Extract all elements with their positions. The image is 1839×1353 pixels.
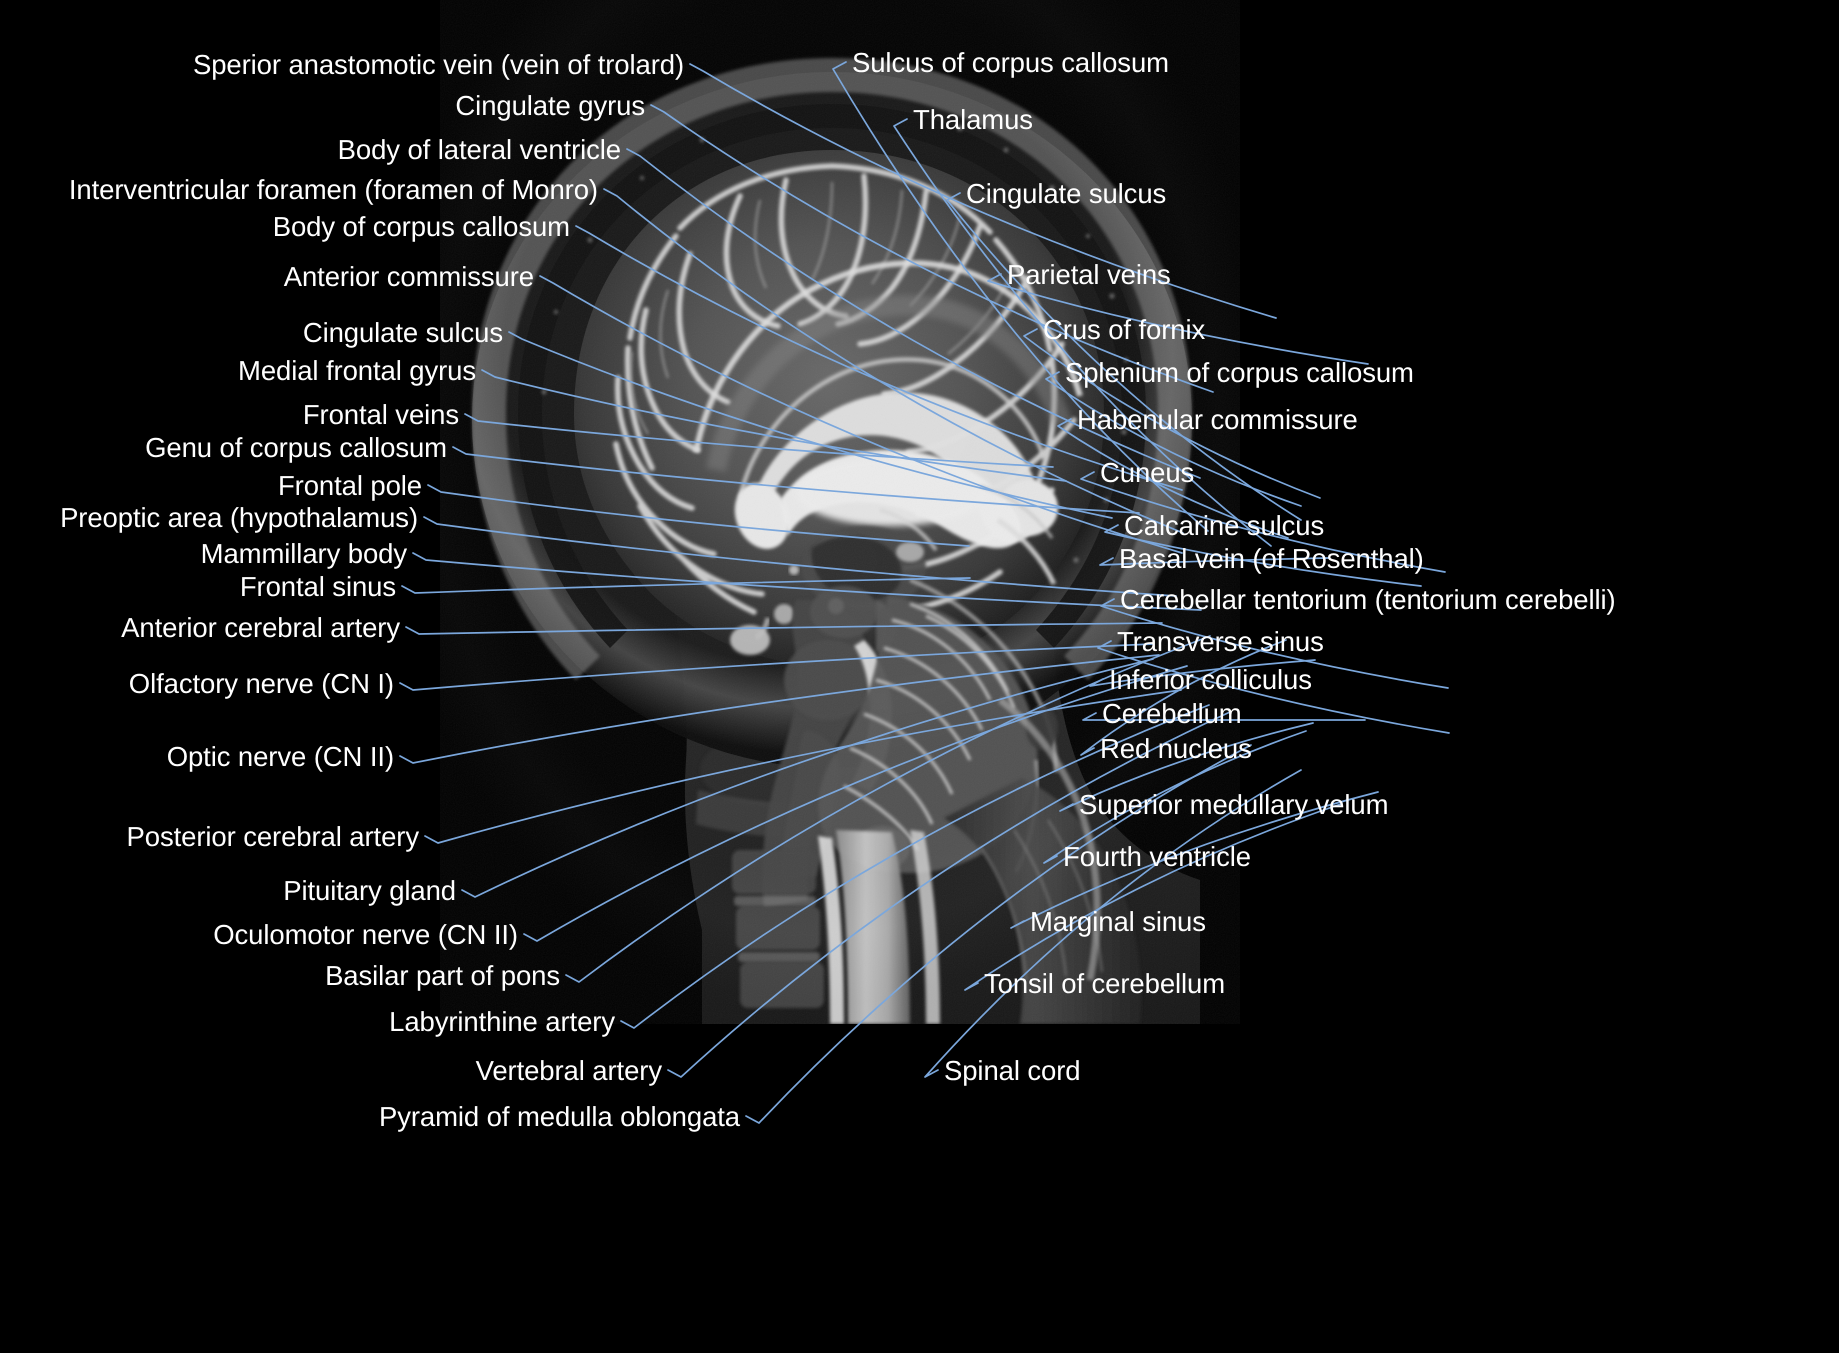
label-basilar-part-of-pons: Basilar part of pons <box>325 960 560 991</box>
label-anterior-commissure: Anterior commissure <box>283 261 534 292</box>
label-parietal-veins: Parietal veins <box>1007 259 1171 290</box>
label-cingulate-sulcus-right: Cingulate sulcus <box>966 178 1167 209</box>
label-cingulate-gyrus: Cingulate gyrus <box>455 90 645 121</box>
label-labyrinthine-artery: Labyrinthine artery <box>389 1006 615 1037</box>
label-body-of-lateral-ventricle: Body of lateral ventricle <box>337 134 621 165</box>
label-spinal-cord: Spinal cord <box>944 1055 1081 1086</box>
label-genu-of-corpus-callosum: Genu of corpus callosum <box>145 432 447 463</box>
label-preoptic-area: Preoptic area (hypothalamus) <box>60 502 418 533</box>
label-marginal-sinus: Marginal sinus <box>1030 906 1206 937</box>
label-oculomotor-nerve: Oculomotor nerve (CN II) <box>213 919 518 950</box>
label-olfactory-nerve: Olfactory nerve (CN I) <box>128 668 394 699</box>
label-body-of-corpus-callosum: Body of corpus callosum <box>272 211 570 242</box>
label-superior-anastomotic-vein: Sperior anastomotic vein (vein of trolar… <box>192 49 684 80</box>
label-habenular-commissure: Habenular commissure <box>1077 404 1358 435</box>
label-splenium-of-corpus-callosum: Splenium of corpus callosum <box>1065 357 1414 388</box>
label-basal-vein: Basal vein (of Rosenthal) <box>1119 543 1424 574</box>
label-frontal-pole: Frontal pole <box>277 470 422 501</box>
label-posterior-cerebral-artery: Posterior cerebral artery <box>126 821 420 852</box>
label-anterior-cerebral-artery: Anterior cerebral artery <box>121 612 400 643</box>
label-crus-of-fornix: Crus of fornix <box>1043 314 1206 345</box>
label-transverse-sinus: Transverse sinus <box>1117 626 1324 657</box>
label-pyramid-of-medulla: Pyramid of medulla oblongata <box>378 1101 740 1132</box>
label-fourth-ventricle: Fourth ventricle <box>1063 841 1251 872</box>
label-optic-nerve: Optic nerve (CN II) <box>166 741 394 772</box>
label-cerebellum: Cerebellum <box>1102 698 1242 729</box>
label-sulcus-of-corpus-callosum: Sulcus of corpus callosum <box>852 47 1169 78</box>
label-tonsil-of-cerebellum: Tonsil of cerebellum <box>984 968 1226 999</box>
label-red-nucleus: Red nucleus <box>1100 733 1252 764</box>
label-interventricular-foramen: Interventricular foramen (foramen of Mon… <box>68 174 598 205</box>
label-pituitary-gland: Pituitary gland <box>283 875 456 906</box>
label-mammillary-body: Mammillary body <box>200 538 407 569</box>
label-thalamus: Thalamus <box>913 104 1033 135</box>
label-vertebral-artery: Vertebral artery <box>475 1055 663 1086</box>
label-frontal-sinus: Frontal sinus <box>239 571 396 602</box>
label-frontal-veins: Frontal veins <box>302 399 459 430</box>
label-cuneus: Cuneus <box>1100 457 1195 488</box>
label-calcarine-sulcus: Calcarine sulcus <box>1124 510 1325 541</box>
label-cerebellar-tentorium: Cerebellar tentorium (tentorium cerebell… <box>1120 584 1616 615</box>
label-superior-medullary-velum: Superior medullary velum <box>1079 789 1389 820</box>
label-medial-frontal-gyrus: Medial frontal gyrus <box>238 355 476 386</box>
label-cingulate-sulcus-left: Cingulate sulcus <box>302 317 503 348</box>
label-inferior-colliculus: Inferior colliculus <box>1109 664 1312 695</box>
